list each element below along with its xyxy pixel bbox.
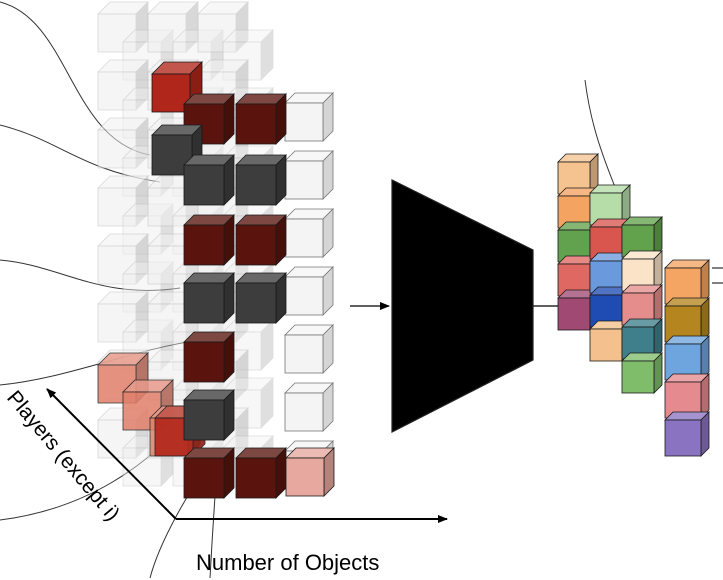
feature-cube (235, 93, 287, 145)
feature-cube (183, 447, 235, 499)
faded-cube (284, 150, 334, 200)
objects-axis-label: Number of Objects (196, 550, 379, 575)
feature-tensor-front (151, 93, 335, 499)
faded-cube (284, 324, 334, 374)
embedding-cube (621, 318, 663, 360)
faded-cube (97, 117, 149, 169)
feature-cube (183, 214, 235, 266)
feature-cube (235, 447, 287, 499)
cnn-label-line2: CNN (421, 281, 446, 329)
input-curve (0, 259, 181, 291)
faded-cube (284, 266, 334, 316)
cnn-trapezoid (391, 179, 534, 433)
cnn-label-line1: 2-Layer (450, 268, 475, 343)
faded-cube (97, 1, 149, 53)
embedding-cube (621, 216, 663, 258)
faded-cube (97, 59, 149, 111)
salmon-cube (285, 447, 335, 497)
embedding-cube (664, 259, 710, 305)
embedding-cube (664, 373, 710, 419)
embedding-cube (664, 411, 710, 457)
feature-cube (183, 272, 235, 324)
embedding-cube (621, 250, 663, 292)
faded-cube (97, 175, 149, 227)
faded-cube (197, 1, 249, 53)
faded-cube (97, 233, 149, 285)
feature-cube (235, 154, 287, 206)
feature-cube (183, 389, 235, 441)
output-embeddings (557, 153, 710, 457)
feature-cube (183, 93, 235, 145)
embedding-cube (664, 297, 710, 343)
players-axis-arrow (46, 388, 177, 520)
embedding-cube (664, 335, 710, 381)
feature-cube (235, 272, 287, 324)
faded-cube (147, 1, 199, 53)
embedding-cube (621, 352, 663, 394)
faded-cube (284, 382, 334, 432)
feature-cube (235, 214, 287, 266)
feature-cube (183, 154, 235, 206)
faded-cube (97, 291, 149, 343)
faded-cube (284, 92, 334, 142)
input-curve (584, 79, 618, 193)
feature-cube (183, 331, 235, 383)
faded-cube (284, 208, 334, 258)
